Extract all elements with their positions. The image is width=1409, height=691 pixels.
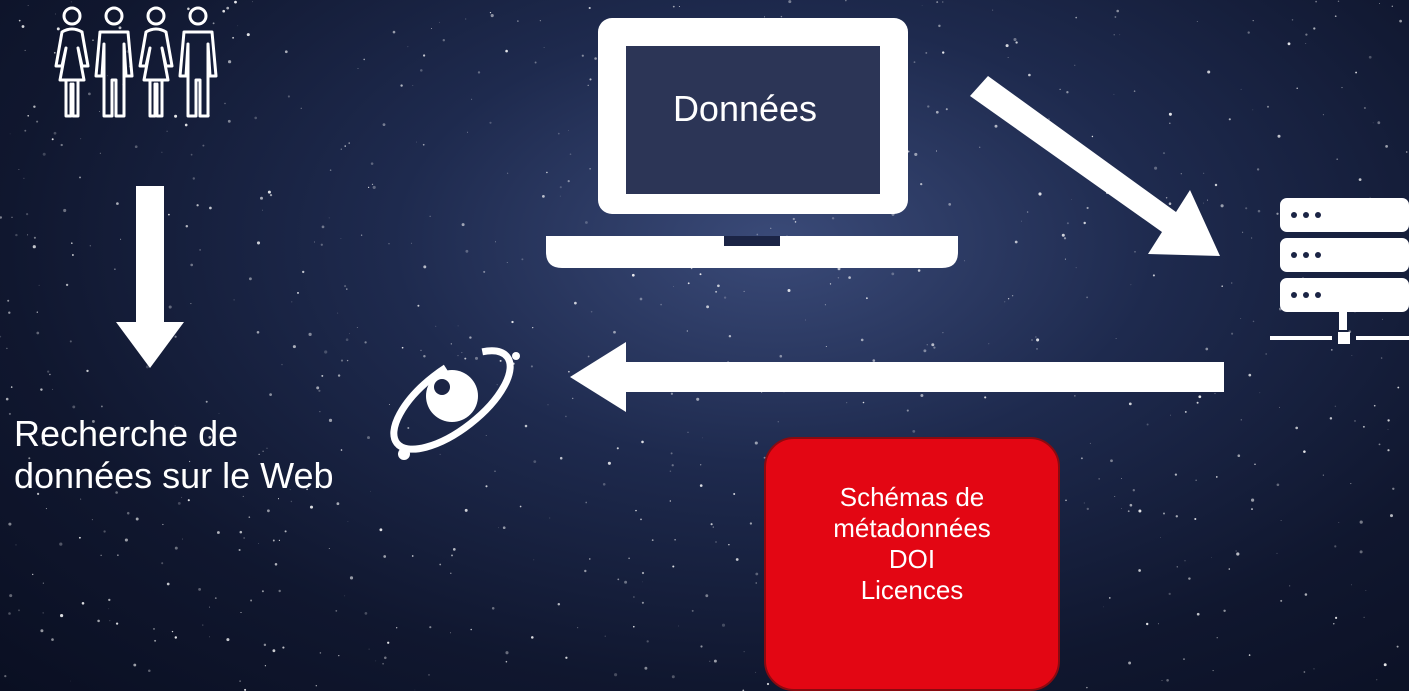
info-line-schemas: Schémas de xyxy=(839,482,985,512)
search-orbit-icon xyxy=(390,347,520,460)
left-arrow xyxy=(570,342,1224,412)
info-line-doi: DOI xyxy=(888,544,936,574)
laptop-label: Données xyxy=(672,88,818,129)
search-label: Recherche de données sur le Web xyxy=(14,413,334,496)
diagonal-arrow xyxy=(970,76,1220,256)
server-icon xyxy=(1270,198,1409,344)
info-box: Schémas de métadonnées DOI Licences xyxy=(764,437,1060,691)
info-line-licences: Licences xyxy=(860,575,964,605)
down-arrow xyxy=(116,186,184,368)
people-group-icon xyxy=(54,6,218,118)
laptop-screen xyxy=(626,46,880,194)
info-line-metadata: métadonnées xyxy=(833,513,991,543)
